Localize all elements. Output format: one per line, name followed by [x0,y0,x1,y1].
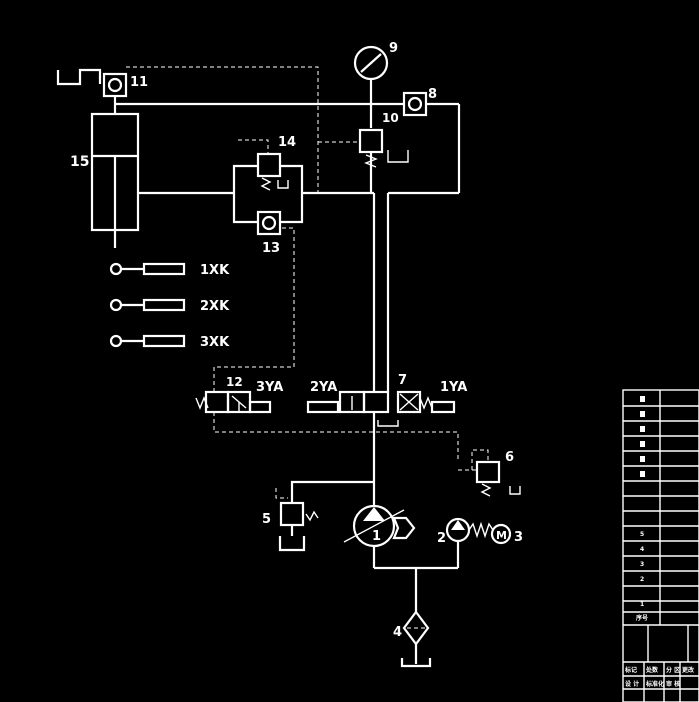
check-valve-11 [102,72,128,98]
title-row-1: 1 [640,601,644,608]
title-footer-6: 标准化 [645,680,664,688]
title-footer-2: 处数 [645,666,659,674]
limit-switch-3 [109,334,186,348]
label-pump-1: 1 [372,529,381,544]
label-solenoid-2ya: 2YA [310,380,337,395]
relief-valve-5 [275,488,319,552]
pilot-line-valve [213,412,459,460]
electric-motor-3 [490,523,512,545]
label-check-11: 11 [130,75,148,90]
check-valve-8 [402,91,428,117]
title-footer-1: 标记 [624,666,637,674]
title-seq-label: 序号 [635,614,648,622]
title-row-4: 4 [640,546,644,553]
label-limit-1: 1XK [200,263,230,278]
title-row-2: 2 [640,576,644,583]
directional-valve-12 [195,390,272,414]
title-footer-7: 审 核 [666,680,680,688]
title-footer-5: 设 计 [625,680,639,688]
pilot-line-13 [213,227,295,392]
label-filter-4: 4 [393,625,402,640]
label-check-8: 8 [428,87,437,102]
label-relief-6: 6 [505,450,514,465]
title-row-3: 3 [640,561,644,568]
label-valve-10: 10 [382,111,399,125]
label-valve-12: 12 [226,375,243,389]
label-solenoid-1ya: 1YA [440,380,467,395]
pressure-gauge-9 [353,45,389,128]
check-valve-13 [256,210,282,236]
label-gauge-9: 9 [389,41,398,56]
pressure-valve-14 [238,139,289,191]
title-block-rows [623,405,699,702]
limit-switch-1 [109,262,186,276]
filter-4 [400,610,432,668]
motor-symbol: M [496,529,507,542]
label-limit-2: 2XK [200,299,230,314]
title-block [622,389,699,702]
label-limit-3: 3XK [200,335,230,350]
label-pump-2: 2 [437,531,446,546]
relief-valve-6 [458,449,521,497]
directional-valve-7 [306,390,456,427]
hydraulic-cylinder-15 [90,96,140,248]
limit-switch-2 [109,298,186,312]
title-row-5: 5 [640,531,644,538]
label-valve-14: 14 [278,135,296,150]
label-cylinder-15: 15 [70,154,89,170]
title-footer-4: 更改 [682,666,695,674]
tank-symbol-top [56,68,102,86]
title-footer-3: 分 区 [666,666,680,674]
pilot-line-11 [126,66,319,193]
label-motor-3: 3 [514,530,523,545]
label-check-13: 13 [262,241,280,256]
title-block-marks [640,396,645,477]
fixed-pump-2 [445,517,494,543]
sequence-valve-10 [358,128,409,168]
label-solenoid-3ya: 3YA [256,380,283,395]
label-relief-5: 5 [262,512,271,527]
label-valve-7: 7 [398,373,407,388]
